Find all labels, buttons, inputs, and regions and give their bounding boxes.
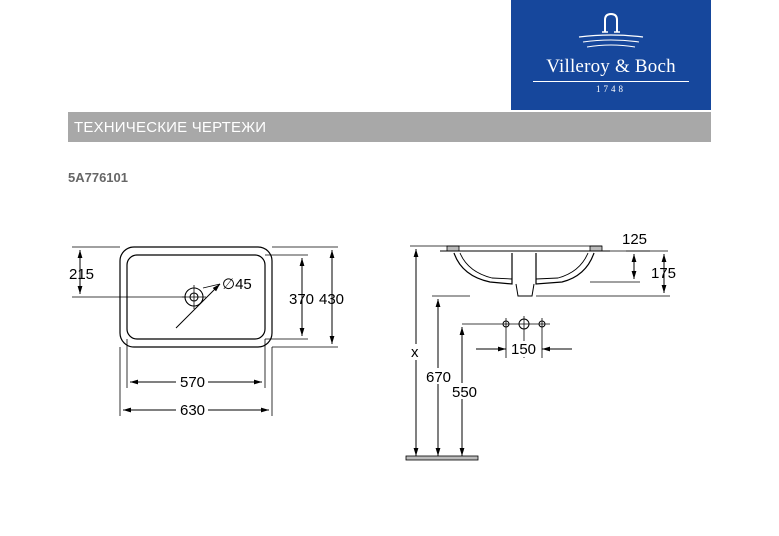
dim-label-125: 125 — [622, 231, 647, 248]
countertop-right — [589, 245, 603, 252]
plan-view — [72, 246, 338, 416]
dim-label-x: x — [411, 344, 419, 361]
basin-profile — [453, 252, 595, 285]
dim-label-diameter: ∅45 — [222, 276, 252, 293]
diameter-leader — [175, 283, 221, 329]
countertop-left — [446, 245, 460, 252]
floor-line — [405, 455, 479, 461]
brand-year: 1748 — [596, 84, 626, 94]
dim-label-670: 670 — [426, 369, 451, 386]
brand-logo: Villeroy & Boch 1748 — [511, 0, 711, 110]
brand-name: Villeroy & Boch — [546, 56, 676, 77]
dim-label-570: 570 — [180, 374, 205, 391]
dim-label-430: 430 — [319, 291, 344, 308]
dim-label-175: 175 — [651, 265, 676, 282]
article-number: 5A776101 — [68, 170, 128, 185]
section-title: ТЕХНИЧЕСКИЕ ЧЕРТЕЖИ — [74, 119, 267, 136]
dim-label-215: 215 — [69, 266, 94, 283]
dim-label-630: 630 — [180, 402, 205, 419]
dim-label-150: 150 — [511, 341, 536, 358]
dim-label-370: 370 — [289, 291, 314, 308]
faucet-water-icon — [578, 12, 644, 48]
drain-tail — [515, 283, 535, 297]
section-header-bar: ТЕХНИЧЕСКИЕ ЧЕРТЕЖИ — [68, 112, 711, 142]
dim-label-550: 550 — [452, 384, 477, 401]
brand-underline — [533, 81, 689, 82]
